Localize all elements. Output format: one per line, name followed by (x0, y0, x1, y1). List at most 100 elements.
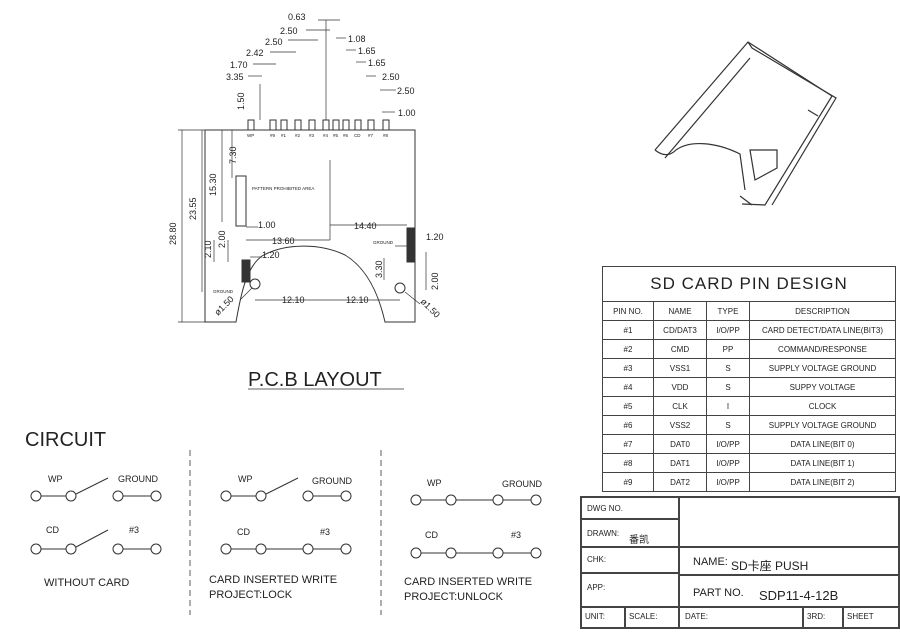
chk-label: CHK: (587, 555, 607, 564)
pin-no-cell: #8 (602, 453, 654, 473)
c1-ground: GROUND (118, 474, 158, 484)
header-type: TYPE (706, 301, 750, 321)
pin-name-cell: DAT1 (653, 453, 707, 473)
circuit-title: CIRCUIT (25, 429, 106, 451)
pattern-prohibited-area (235, 175, 247, 227)
pin-type-cell: S (706, 358, 750, 378)
dim-1440: 14.40 (354, 221, 377, 231)
pin-name-cell: VSS1 (653, 358, 707, 378)
name-label: NAME: (693, 556, 728, 568)
c3-wp: WP (427, 478, 442, 488)
pin-name-cell: DAT0 (653, 434, 707, 454)
scale-label: SCALE: (629, 612, 658, 621)
pin-type-cell: PP (706, 339, 750, 359)
pin-label-2: #2 (295, 133, 301, 138)
part-no-label: PART NO. (693, 587, 744, 599)
dim-150-top: 1.50 (236, 92, 246, 110)
pin-table-header-row: PIN NO. NAME TYPE DESCRIPTION (602, 301, 896, 321)
dim-100-top: 1.00 (398, 108, 416, 118)
title-block: DWG NO. DRAWN: 番凯 CHK: APP: NAME: SD卡座 P… (580, 496, 900, 629)
dim-165-b: 1.65 (368, 58, 386, 68)
dim-1360: 13.60 (272, 236, 295, 246)
pin-type-cell: I/O/PP (706, 434, 750, 454)
dim-1210-left: 12.10 (282, 295, 305, 305)
app-label: APP: (587, 583, 606, 592)
dim-210: 2.10 (203, 240, 213, 258)
pcb-layout-title: P.C.B LAYOUT (248, 369, 382, 391)
pin-type-cell: I/O/PP (706, 320, 750, 340)
left-dimension-lines (178, 129, 233, 323)
ground-pad-right (406, 227, 416, 263)
hole-label-right: ø1.50 (419, 296, 442, 319)
dim-250-a: 2.50 (280, 26, 298, 36)
header-description: DESCRIPTION (749, 301, 896, 321)
dim-063: 0.63 (288, 12, 306, 22)
pin-table-title: SD CARD PIN DESIGN (602, 266, 896, 301)
hole-label-left: ø1.50 (212, 294, 235, 317)
pin-no-cell: #7 (602, 434, 654, 454)
dim-1530: 15.30 (208, 173, 218, 196)
pin-no-cell: #2 (602, 339, 654, 359)
dim-100-mid: 1.00 (258, 220, 276, 230)
pin-description-cell: DATA LINE(BIT 2) (749, 472, 896, 492)
caption-unlock-line1: CARD INSERTED WRITE (404, 576, 532, 588)
pin-label-4: #4 (323, 133, 329, 138)
mount-hole-right (394, 282, 406, 294)
pin-name-cell: CMD (653, 339, 707, 359)
dim-2355: 23.55 (188, 197, 198, 220)
c3-pin3: #3 (511, 530, 521, 540)
mid-dimension-lines (246, 160, 427, 301)
pin-description-cell: DATA LINE(BIT 0) (749, 434, 896, 454)
pin-label-wp: WP (247, 133, 254, 138)
pin-description-cell: SUPPLY VOLTAGE GROUND (749, 358, 896, 378)
dim-330: 3.30 (374, 260, 384, 278)
drawn-signature: 番凯 (629, 535, 649, 546)
mount-hole-left (249, 278, 261, 290)
pin-name-cell: DAT2 (653, 472, 707, 492)
c2-cd: CD (237, 527, 250, 537)
caption-without-card: WITHOUT CARD (44, 577, 129, 589)
note-ground-left: GROUND (213, 289, 234, 294)
pin-description-cell: CLOCK (749, 396, 896, 416)
dim-250-d: 2.50 (397, 86, 415, 96)
c2-wp: WP (238, 474, 253, 484)
pin-label-7: #7 (368, 133, 374, 138)
dim-200-right: 2.00 (430, 272, 440, 290)
ground-pad-left (241, 259, 251, 283)
dim-200-left: 2.00 (217, 230, 227, 248)
drawn-label: DRAWN: (587, 529, 620, 538)
dim-730: 7.30 (228, 146, 238, 164)
pin-description-cell: CARD DETECT/DATA LINE(BIT3) (749, 320, 896, 340)
pin-design-table: SD CARD PIN DESIGN PIN NO. NAME TYPE DES… (602, 266, 896, 492)
pin-label-cd: CD (354, 133, 361, 138)
dim-120-left: 1.20 (262, 250, 280, 260)
third-angle-label: 3RD: (807, 612, 826, 621)
c1-cd: CD (46, 525, 59, 535)
pcb-outline (204, 129, 416, 323)
pin-name-cell: CLK (653, 396, 707, 416)
unit-label: UNIT: (585, 612, 605, 621)
dim-250-c: 2.50 (382, 72, 400, 82)
pin-type-cell: I/O/PP (706, 453, 750, 473)
caption-lock-line2: PROJECT:LOCK (209, 589, 293, 601)
connector-3d-sketch (654, 41, 837, 206)
pin-description-cell: COMMAND/RESPONSE (749, 339, 896, 359)
name-value: SD卡座 PUSH (731, 559, 809, 573)
pin-label-6: #6 (343, 133, 349, 138)
top-dimension-leaders (248, 19, 396, 120)
dim-242: 2.42 (246, 48, 264, 58)
pin-type-cell: I (706, 396, 750, 416)
pin-label-8: #8 (383, 133, 389, 138)
circuit-diagram-unlock (410, 494, 542, 559)
pin-label-3: #3 (309, 133, 315, 138)
sheet-label: SHEET (847, 612, 874, 621)
dim-2880: 28.80 (168, 222, 178, 245)
caption-lock-line1: CARD INSERTED WRITE (209, 574, 337, 586)
